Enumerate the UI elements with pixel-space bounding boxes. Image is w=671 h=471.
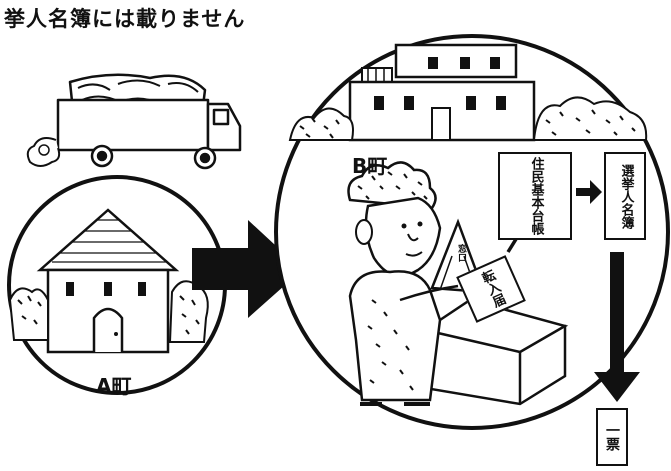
arrow-to-ballot-icon	[594, 252, 640, 402]
voter-list-card: 選挙人名簿	[604, 152, 646, 240]
move-in-notice-label: 転入届	[477, 267, 507, 310]
move-arrow-icon	[192, 220, 302, 318]
town-a-label: A町	[96, 374, 132, 398]
voter-list-label: 選挙人名簿	[618, 163, 634, 229]
ballot-card: 一票	[596, 408, 628, 466]
moving-truck-icon	[26, 73, 242, 170]
resident-register-card: 住民基本台帳	[498, 152, 572, 240]
resident-register-label: 住民基本台帳	[528, 157, 544, 235]
arrow-to-voter-list-icon	[576, 180, 602, 204]
town-b-circle	[274, 34, 670, 430]
ballot-label: 一票	[604, 423, 621, 451]
counter-sign-label: 窓口	[456, 244, 466, 262]
town-b-label: B町	[352, 154, 388, 178]
caption-title: 挙人名簿には載りません	[4, 7, 246, 31]
